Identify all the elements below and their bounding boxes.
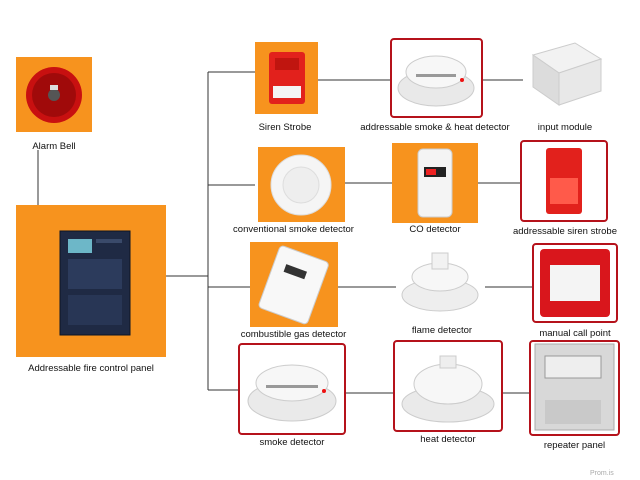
conventional-smoke-icon — [270, 154, 332, 216]
call-point-label: manual call point — [539, 328, 611, 339]
alarm-bell-label: Alarm Bell — [32, 141, 76, 152]
repeater-panel-icon — [534, 343, 615, 431]
fire-panel-icon — [59, 230, 131, 336]
repeater-panel-image — [529, 340, 620, 436]
smoke-detector-image — [238, 343, 346, 435]
gas-detector-image — [250, 242, 338, 327]
co-detector-label: CO detector — [409, 224, 461, 235]
smoke-heat-image — [390, 38, 483, 118]
control-panel-label: Addressable fire control panel — [28, 363, 154, 374]
gas-detector-icon — [258, 245, 329, 325]
input-module-label: input module — [537, 122, 593, 133]
gas-detector-label: combustible gas detector — [240, 329, 347, 340]
smoke-heat-label: addressable smoke & heat detector — [360, 122, 510, 133]
repeater-panel-label: repeater panel — [543, 440, 606, 451]
flame-detector-image — [396, 243, 485, 321]
addressable-siren-icon — [546, 148, 582, 214]
heat-detector-icon — [401, 355, 495, 423]
alarm-bell-icon — [26, 67, 82, 123]
smoke-heat-detector-icon — [397, 55, 475, 107]
heat-detector-image — [393, 340, 503, 432]
input-module-icon — [531, 42, 603, 106]
siren-strobe-addr-label: addressable siren strobe — [512, 226, 618, 237]
siren-strobe-addr-image — [520, 140, 608, 222]
flame-detector-label: flame detector — [411, 325, 473, 336]
smoke-detector-icon — [247, 364, 337, 422]
co-detector-icon — [417, 148, 453, 218]
flame-detector-icon — [401, 252, 479, 312]
co-detector-image — [392, 143, 478, 223]
siren-strobe-icon — [269, 52, 305, 104]
control-panel-image — [16, 205, 166, 357]
conventional-smoke-label: conventional smoke detector — [233, 224, 354, 235]
manual-call-point-icon — [540, 249, 610, 317]
alarm-bell-image — [16, 57, 92, 132]
heat-detector-label: heat detector — [420, 434, 476, 445]
siren-strobe-image — [255, 42, 318, 114]
siren-strobe-label: Siren Strobe — [258, 122, 312, 133]
conventional-smoke-image — [258, 147, 345, 222]
call-point-image — [532, 243, 618, 323]
smoke-detector-label: smoke detector — [259, 437, 325, 448]
watermark: Prom.is — [590, 470, 614, 477]
input-module-image — [523, 35, 607, 115]
